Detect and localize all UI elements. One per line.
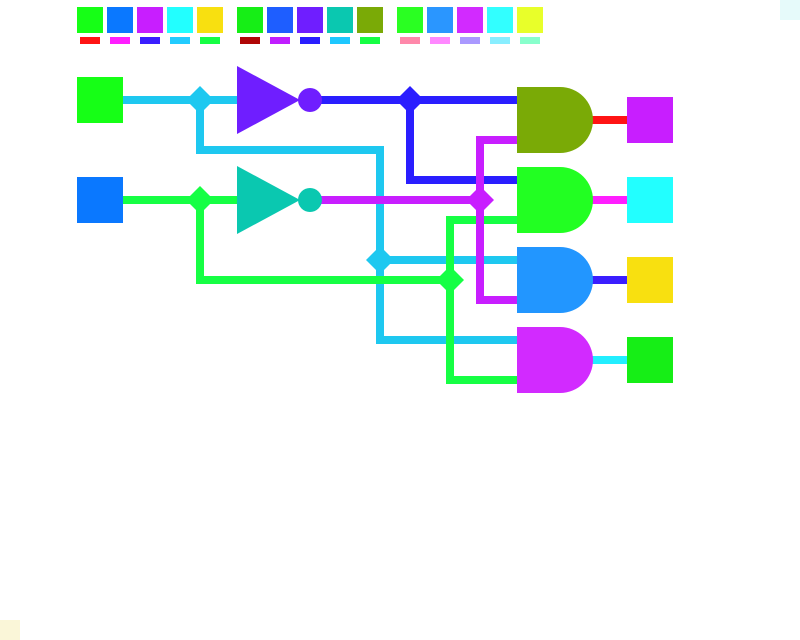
palette-tick-input-colors-5	[200, 37, 220, 44]
not-gate-2-bubble	[298, 188, 322, 212]
junction-not-2	[466, 186, 494, 214]
junction-input-b	[186, 186, 214, 214]
palette-swatch-output-colors-3[interactable]	[457, 7, 483, 33]
palette-tick-input-colors-1	[80, 37, 100, 44]
and-gate-4[interactable]	[517, 327, 593, 393]
palette-swatch-gate-colors-3[interactable]	[297, 7, 323, 33]
output-block-3[interactable]	[627, 257, 673, 303]
palette-swatch-input-colors-3[interactable]	[137, 7, 163, 33]
palette-swatch-input-colors-4[interactable]	[167, 7, 193, 33]
wire-input-b-to-and-4	[446, 280, 517, 384]
palette-swatch-input-colors-1[interactable]	[77, 7, 103, 33]
palette-swatch-gate-colors-4[interactable]	[327, 7, 353, 33]
wire-input-b-branch	[196, 200, 450, 284]
palette-tick-input-colors-4	[170, 37, 190, 44]
junction-input-a	[186, 86, 214, 114]
palette-swatch-gate-colors-5[interactable]	[357, 7, 383, 33]
output-block-1[interactable]	[627, 97, 673, 143]
junction-input-a-lower	[366, 246, 394, 274]
output-block-4[interactable]	[627, 337, 673, 383]
palette-tick-gate-colors-2	[270, 37, 290, 44]
palette-swatch-gate-colors-2[interactable]	[267, 7, 293, 33]
wire-not-2-to-and-3	[476, 200, 517, 304]
junctions	[186, 86, 494, 294]
junction-input-b-lower	[436, 266, 464, 294]
input-block-1[interactable]	[77, 77, 123, 123]
palette-tick-output-colors-2	[430, 37, 450, 44]
not-gate-2[interactable]	[237, 166, 300, 234]
palette-tick-input-colors-2	[110, 37, 130, 44]
palette-tick-input-colors-3	[140, 37, 160, 44]
wire-input-b-to-and-2	[446, 216, 517, 280]
palette-swatch-input-colors-2[interactable]	[107, 7, 133, 33]
palette-swatch-output-colors-2[interactable]	[427, 7, 453, 33]
palette-tick-gate-colors-5	[360, 37, 380, 44]
palette-tick-gate-colors-3	[300, 37, 320, 44]
not-gate-1[interactable]	[237, 66, 300, 134]
corner-marker-bottom-left	[0, 620, 20, 640]
input-block-2[interactable]	[77, 177, 123, 223]
junction-not-1	[396, 86, 424, 114]
palette-tick-output-colors-3	[460, 37, 480, 44]
output-block-2[interactable]	[627, 177, 673, 223]
palette-tick-output-colors-1	[400, 37, 420, 44]
palette-swatch-output-colors-1[interactable]	[397, 7, 423, 33]
and-gate-2[interactable]	[517, 167, 593, 233]
not-gate-1-bubble	[298, 88, 322, 112]
palette-tick-gate-colors-1	[240, 37, 260, 44]
palette-swatch-output-colors-4[interactable]	[487, 7, 513, 33]
palette-tick-output-colors-5	[520, 37, 540, 44]
wire-not-2-to-and-1	[476, 136, 517, 200]
palette-swatch-input-colors-5[interactable]	[197, 7, 223, 33]
palette-tick-gate-colors-4	[330, 37, 350, 44]
components	[77, 66, 673, 393]
wire-input-a-to-and-4	[196, 100, 517, 344]
palette-swatch-gate-colors-1[interactable]	[237, 7, 263, 33]
corner-marker-top-right	[780, 0, 800, 20]
palette-swatch-output-colors-5[interactable]	[517, 7, 543, 33]
and-gate-3[interactable]	[517, 247, 593, 313]
palette-tick-output-colors-4	[490, 37, 510, 44]
and-gate-1[interactable]	[517, 87, 593, 153]
